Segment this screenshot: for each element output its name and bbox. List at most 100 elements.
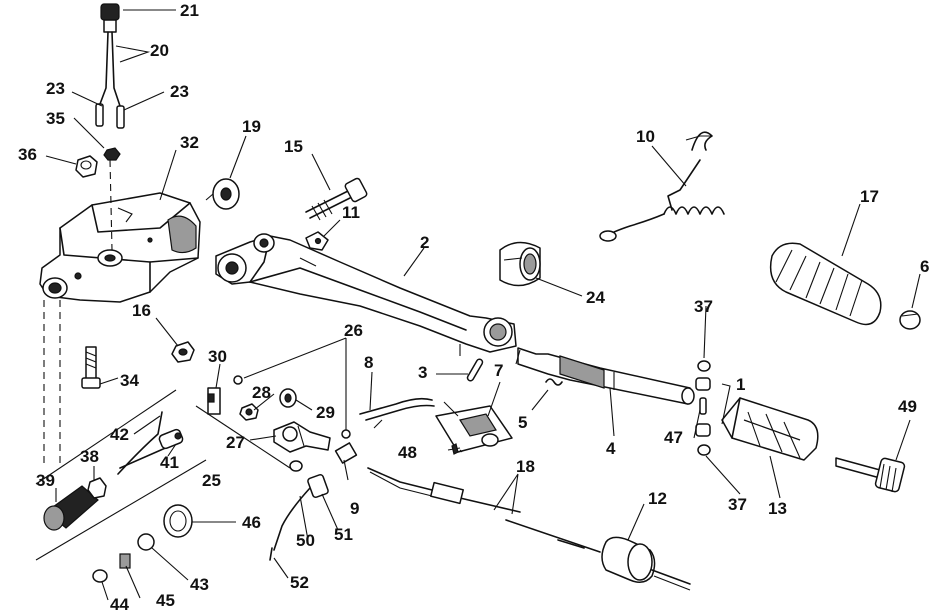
label-20: 20	[150, 41, 169, 60]
part-4-shaft	[515, 347, 695, 405]
part-5-spring	[545, 378, 563, 386]
part-28-nut	[239, 403, 259, 421]
label-28: 28	[252, 383, 271, 402]
part-6-cap	[899, 310, 921, 330]
label-17: 17	[860, 187, 879, 206]
part-30-bracket	[207, 387, 221, 415]
label-30: 30	[208, 347, 227, 366]
label-10: 10	[636, 127, 655, 146]
part-7-plate	[435, 401, 513, 453]
label-21: 21	[180, 1, 199, 20]
label-1: 1	[736, 375, 745, 394]
part-34-bolt	[81, 346, 101, 389]
part-9-fitting	[334, 442, 358, 464]
part-16-nut	[171, 341, 195, 363]
label-3: 3	[418, 363, 427, 382]
part-23-terminals	[95, 103, 125, 129]
part-51-fitting	[307, 473, 329, 499]
part-35-nut	[103, 147, 121, 161]
label-49: 49	[898, 397, 917, 416]
label-7: 7	[494, 361, 503, 380]
part-2-steering-arm	[215, 233, 517, 356]
label-48: 48	[398, 443, 417, 462]
label-13: 13	[768, 499, 787, 518]
label-18: 18	[516, 457, 535, 476]
label-37-bottom: 37	[728, 495, 747, 514]
label-39: 39	[36, 471, 55, 490]
part-15-bolt	[305, 177, 368, 221]
part-52-pin	[269, 547, 273, 561]
part-44-screw	[92, 569, 108, 583]
label-23-right: 23	[170, 82, 189, 101]
part-21-connector	[100, 3, 120, 33]
leader-lines	[45, 9, 921, 601]
label-36: 36	[18, 145, 37, 164]
part-12-cylinder	[601, 536, 691, 591]
part-38-nut	[87, 477, 107, 499]
label-2: 2	[420, 233, 429, 252]
label-26: 26	[344, 321, 363, 340]
label-12: 12	[648, 489, 667, 508]
part-13-grip-housing	[721, 397, 819, 461]
label-52: 52	[290, 573, 309, 592]
label-9: 9	[350, 499, 359, 518]
label-8: 8	[364, 353, 373, 372]
label-6: 6	[920, 257, 929, 276]
label-42: 42	[110, 425, 129, 444]
label-50: 50	[296, 531, 315, 550]
label-46: 46	[242, 513, 261, 532]
part-17-grip	[769, 242, 882, 326]
part-24-bushing	[499, 241, 541, 287]
part-20-wires	[99, 31, 121, 107]
label-25: 25	[202, 471, 221, 490]
part-1-bearing-top	[695, 377, 711, 391]
label-32: 32	[180, 133, 199, 152]
part-1-bearing-bottom	[695, 423, 711, 437]
part-41-terminal	[119, 428, 184, 469]
part-32-bracket-housing	[39, 159, 201, 303]
part-3-pin	[466, 358, 484, 382]
part-43-washer	[137, 533, 155, 551]
part-10-lanyard	[599, 131, 725, 242]
guide-lines	[35, 300, 207, 561]
label-51: 51	[334, 525, 353, 544]
label-44: 44	[110, 595, 129, 612]
label-19: 19	[242, 117, 261, 136]
part-45-spring	[119, 553, 131, 569]
part-11-clip	[305, 231, 329, 251]
label-34: 34	[120, 371, 139, 390]
label-15: 15	[284, 137, 303, 156]
label-35: 35	[46, 109, 65, 128]
part-29-nut	[279, 388, 297, 408]
part-26-washer	[233, 375, 351, 439]
part-37-bottom-bushing	[697, 444, 711, 456]
label-27: 27	[226, 433, 245, 452]
part-46-cylinder	[163, 504, 193, 538]
part-49-fitting	[835, 457, 906, 493]
part-25-screw	[195, 405, 303, 472]
part-37-top-bushing	[697, 360, 711, 372]
part-27-linkage	[273, 421, 331, 453]
label-45: 45	[156, 591, 175, 610]
label-24: 24	[586, 288, 605, 307]
label-47: 47	[664, 428, 683, 447]
part-labels: 21 20 23 23 35 36 32 19 15 11 2 10 17 6 …	[18, 1, 929, 612]
label-29: 29	[316, 403, 335, 422]
part-19-washer	[205, 178, 240, 210]
part-48-screw	[447, 443, 461, 455]
label-37-top: 37	[694, 297, 713, 316]
label-38: 38	[80, 447, 99, 466]
label-43: 43	[190, 575, 209, 594]
label-23-left: 23	[46, 79, 65, 98]
part-47-pin	[699, 397, 707, 415]
label-16: 16	[132, 301, 151, 320]
label-11: 11	[342, 203, 360, 222]
label-4: 4	[606, 439, 616, 458]
part-18-cable	[367, 467, 601, 553]
label-41: 41	[160, 453, 179, 472]
part-36-nut	[75, 155, 98, 178]
part-8-cable	[359, 397, 435, 429]
label-5: 5	[518, 413, 527, 432]
